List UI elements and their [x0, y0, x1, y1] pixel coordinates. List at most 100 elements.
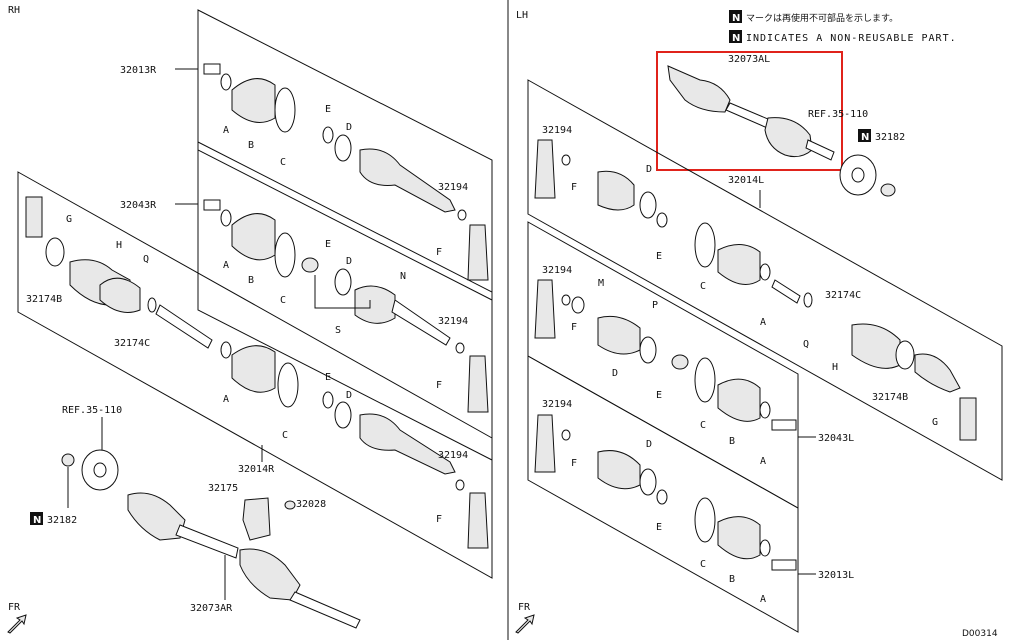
lh-clamp-a [759, 263, 771, 281]
rh-label-32028: 32028 [296, 499, 326, 510]
lh-spider [671, 354, 689, 370]
letter-d-2: D [346, 256, 352, 267]
lh-part-m [571, 296, 585, 314]
diagram-code: D00314 [962, 629, 998, 639]
lh-ring-32174b [895, 340, 915, 370]
non-reusable-badge-icon-rh [30, 512, 43, 525]
lh-label-32194-3: 32194 [542, 399, 572, 410]
lh-label-32194-2: 32194 [542, 265, 572, 276]
letter-c-3: C [282, 430, 288, 441]
lh-letter-f: F [571, 182, 577, 193]
lh-ring-c [694, 222, 716, 268]
hub-nut [61, 453, 75, 467]
grease-bag-g [25, 196, 43, 238]
rh-ref-label: REF.35-110 [62, 405, 122, 416]
lh-grease-tube-f [534, 139, 556, 199]
lh-shaft-end [771, 419, 797, 431]
front-arrow-icon [7, 614, 27, 634]
grease-tube-f [467, 224, 489, 281]
letter-f-3: F [436, 514, 442, 525]
boot-b-2 [231, 213, 276, 261]
grease-tube-f-2 [467, 355, 489, 413]
letter-f: F [436, 247, 442, 258]
letter-g: G [66, 214, 72, 225]
lh-ring-c-3 [694, 497, 716, 543]
lh-letter-q: Q [803, 339, 809, 350]
boot-b [231, 78, 276, 123]
lh-letter-g: G [932, 417, 938, 428]
lh-ring-d-2 [639, 336, 657, 364]
lh-letter-e: E [656, 251, 662, 262]
lh-boot [717, 244, 761, 285]
letter-b: B [248, 140, 254, 151]
lh-letter-a: A [760, 317, 766, 328]
lh-inner-housing [597, 315, 641, 355]
lh-complete-shaft-stub [805, 139, 835, 161]
rh-label-32174b: 32174B [26, 294, 62, 305]
lh-clamp-a-2 [759, 401, 771, 419]
letter-d-3: D [346, 390, 352, 401]
lh-ring-c-2 [694, 357, 716, 403]
lh-letter-c-2: C [700, 420, 706, 431]
lh-housing [597, 170, 635, 211]
lh-letter-d-3: D [646, 439, 652, 450]
clamp-q [147, 297, 157, 313]
lh-letter-a-3: A [760, 594, 766, 605]
legend-english-text: INDICATES A NON-REUSABLE PART. [746, 33, 957, 44]
lh-label: LH [516, 10, 528, 21]
highlight-32073al [656, 51, 843, 171]
letter-s: S [335, 325, 341, 336]
rh-panel-32014r [17, 171, 493, 579]
non-reusable-badge-icon-lh [858, 129, 871, 142]
letter-e-2: E [325, 239, 331, 250]
lh-outer-joint [914, 353, 961, 393]
lh-part-e [656, 212, 668, 228]
rh-label-32182: 32182 [47, 515, 77, 526]
letter-q: Q [143, 254, 149, 265]
lh-hub-nut [880, 183, 896, 197]
letter-b-2: B [248, 275, 254, 286]
lh-grease-bag-g [959, 397, 977, 441]
lh-fr-label: FR [518, 602, 531, 613]
shaft-end [203, 63, 221, 75]
lh-label-32043l: 32043L [818, 433, 854, 444]
rh-label-32194-1: 32194 [438, 182, 468, 193]
lh-letter-e-3: E [656, 522, 662, 533]
lh-letter-h: H [832, 362, 838, 373]
complete-shaft-inner-joint [239, 548, 301, 601]
lh-complete-shaft-inner [667, 65, 731, 113]
rh-label-32014r: 32014R [238, 464, 275, 475]
bolt-32175 [284, 500, 296, 510]
ring-c-3 [277, 362, 299, 408]
letter-n: N [400, 271, 406, 282]
lh-badge-letter: N [861, 132, 869, 143]
ring-d-2 [334, 268, 352, 296]
grease-tube-f-3 [467, 492, 489, 549]
lh-label-32174b: 32174B [872, 392, 908, 403]
rh-label-32073ar: 32073AR [190, 603, 233, 614]
lh-front-arrow-icon [515, 614, 535, 634]
rh-label-32175: 32175 [208, 483, 238, 494]
lh-panel-32013l [527, 355, 799, 633]
lh-letter-c-3: C [700, 559, 706, 570]
legend-japanese-text: マークは再使用不可部品を示します。 [746, 12, 898, 24]
lh-shaft-bar [771, 279, 801, 304]
outer-joint [359, 148, 456, 213]
ring-d-3 [334, 401, 352, 429]
letter-f-2: F [436, 380, 442, 391]
oil-seal-3 [455, 479, 465, 491]
inner-joint-3 [359, 413, 456, 475]
part-e-3 [322, 391, 334, 409]
lh-ref-label: REF.35-110 [808, 109, 868, 120]
inner-housing [354, 285, 396, 324]
outer-boot [99, 277, 141, 313]
letter-a-3: A [223, 394, 229, 405]
letter-e-3: E [325, 372, 331, 383]
non-reusable-badge-icon-2 [729, 30, 742, 43]
letter-c-2: C [280, 295, 286, 306]
lh-outer-joint-3 [597, 450, 641, 490]
non-reusable-badge-icon [729, 10, 742, 23]
lh-label-32182: 32182 [875, 132, 905, 143]
boot-3 [231, 345, 276, 393]
